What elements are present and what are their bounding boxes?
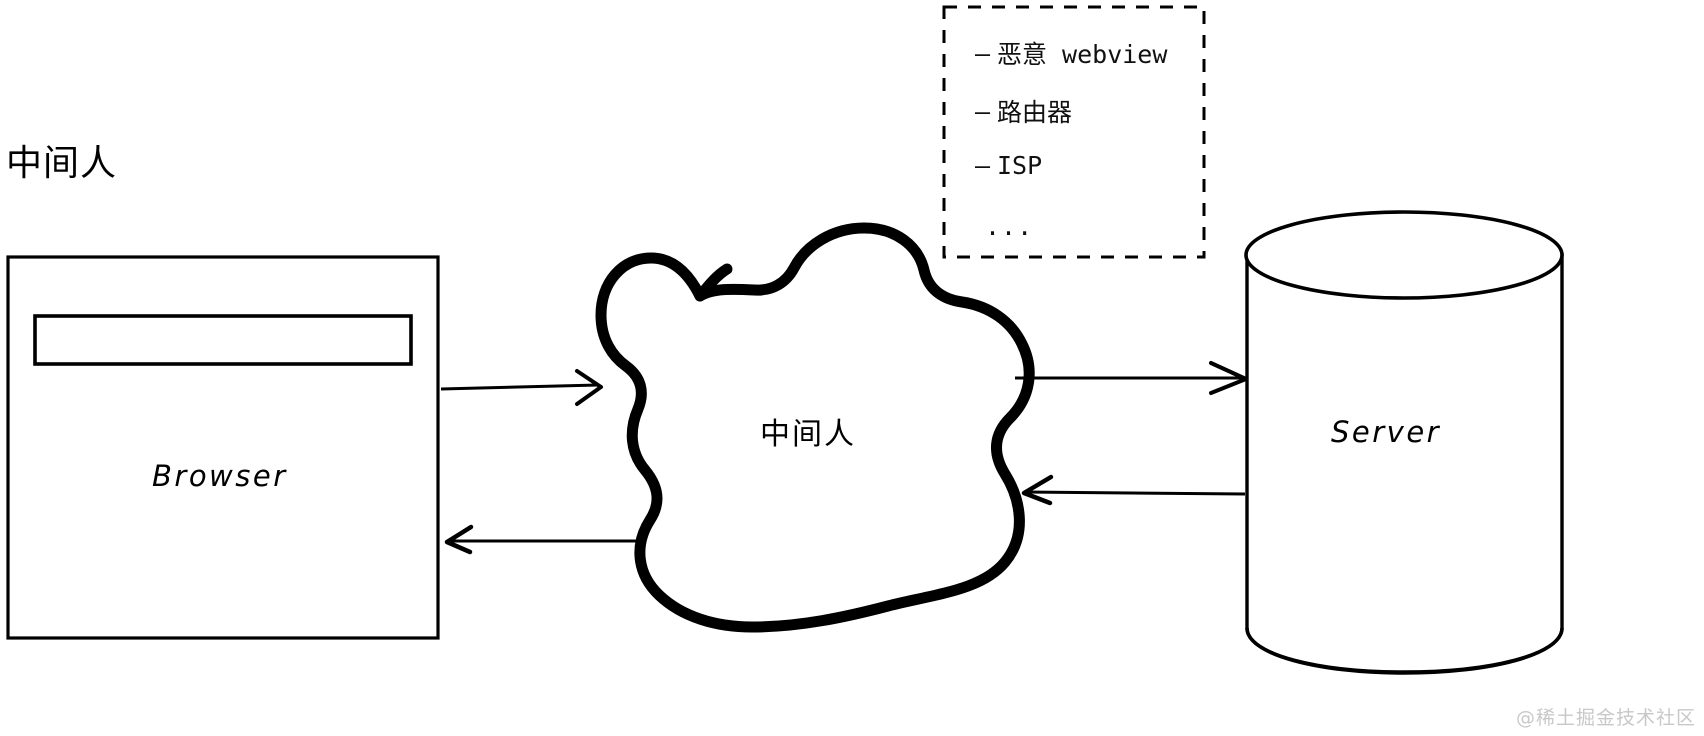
server-cylinder-body [1245, 253, 1564, 674]
arrow-browser-to-cloud-line [440, 383, 599, 391]
mitm-cloud-node [595, 222, 1035, 633]
cloud-label: 中间人 [760, 417, 856, 452]
page-title: 中间人 [6, 143, 118, 184]
attackers-dashed-box [942, 5, 1206, 259]
attacker-list-item: – 路由器 [975, 93, 1072, 129]
attacker-list-item-label: ISP [997, 151, 1043, 180]
arrow-cloud-to-server-head [1209, 361, 1248, 395]
attacker-list-ellipsis: ... [985, 212, 1034, 241]
server-cylinder-bottom-arc [1245, 627, 1564, 675]
server-cylinder-top-ellipse [1244, 210, 1564, 300]
arrow-cloud-to-server [1015, 361, 1248, 395]
server-label: Server [1331, 415, 1442, 449]
arrow-server-to-cloud-line [1023, 490, 1246, 496]
list-dash-marker: – [975, 38, 991, 68]
browser-window-rect [6, 255, 440, 640]
arrow-browser-to-cloud [440, 369, 603, 406]
attacker-list-item: – ISP [975, 151, 1042, 180]
arrow-server-to-cloud-head [1021, 474, 1054, 506]
watermark: @稀土掘金技术社区 [1515, 707, 1696, 729]
attacker-list-item-label: 路由器 [997, 98, 1073, 127]
browser-node [6, 255, 440, 640]
list-dash-marker: – [975, 151, 991, 180]
list-dash-marker: – [975, 96, 991, 126]
arrow-cloud-to-browser [444, 524, 641, 555]
arrow-browser-to-cloud-head [575, 369, 603, 406]
arrow-server-to-cloud [1021, 474, 1246, 506]
cloud-shape [595, 222, 1035, 633]
browser-address-bar[interactable] [33, 314, 413, 366]
attacker-list-item: – 恶意 webview [975, 35, 1167, 71]
server-node [1244, 210, 1564, 675]
browser-label: Browser [152, 459, 288, 493]
cloud-inner-notch [694, 263, 733, 302]
attacker-list-item-label: 恶意 webview [997, 40, 1168, 69]
arrow-cloud-to-browser-head [444, 524, 474, 555]
